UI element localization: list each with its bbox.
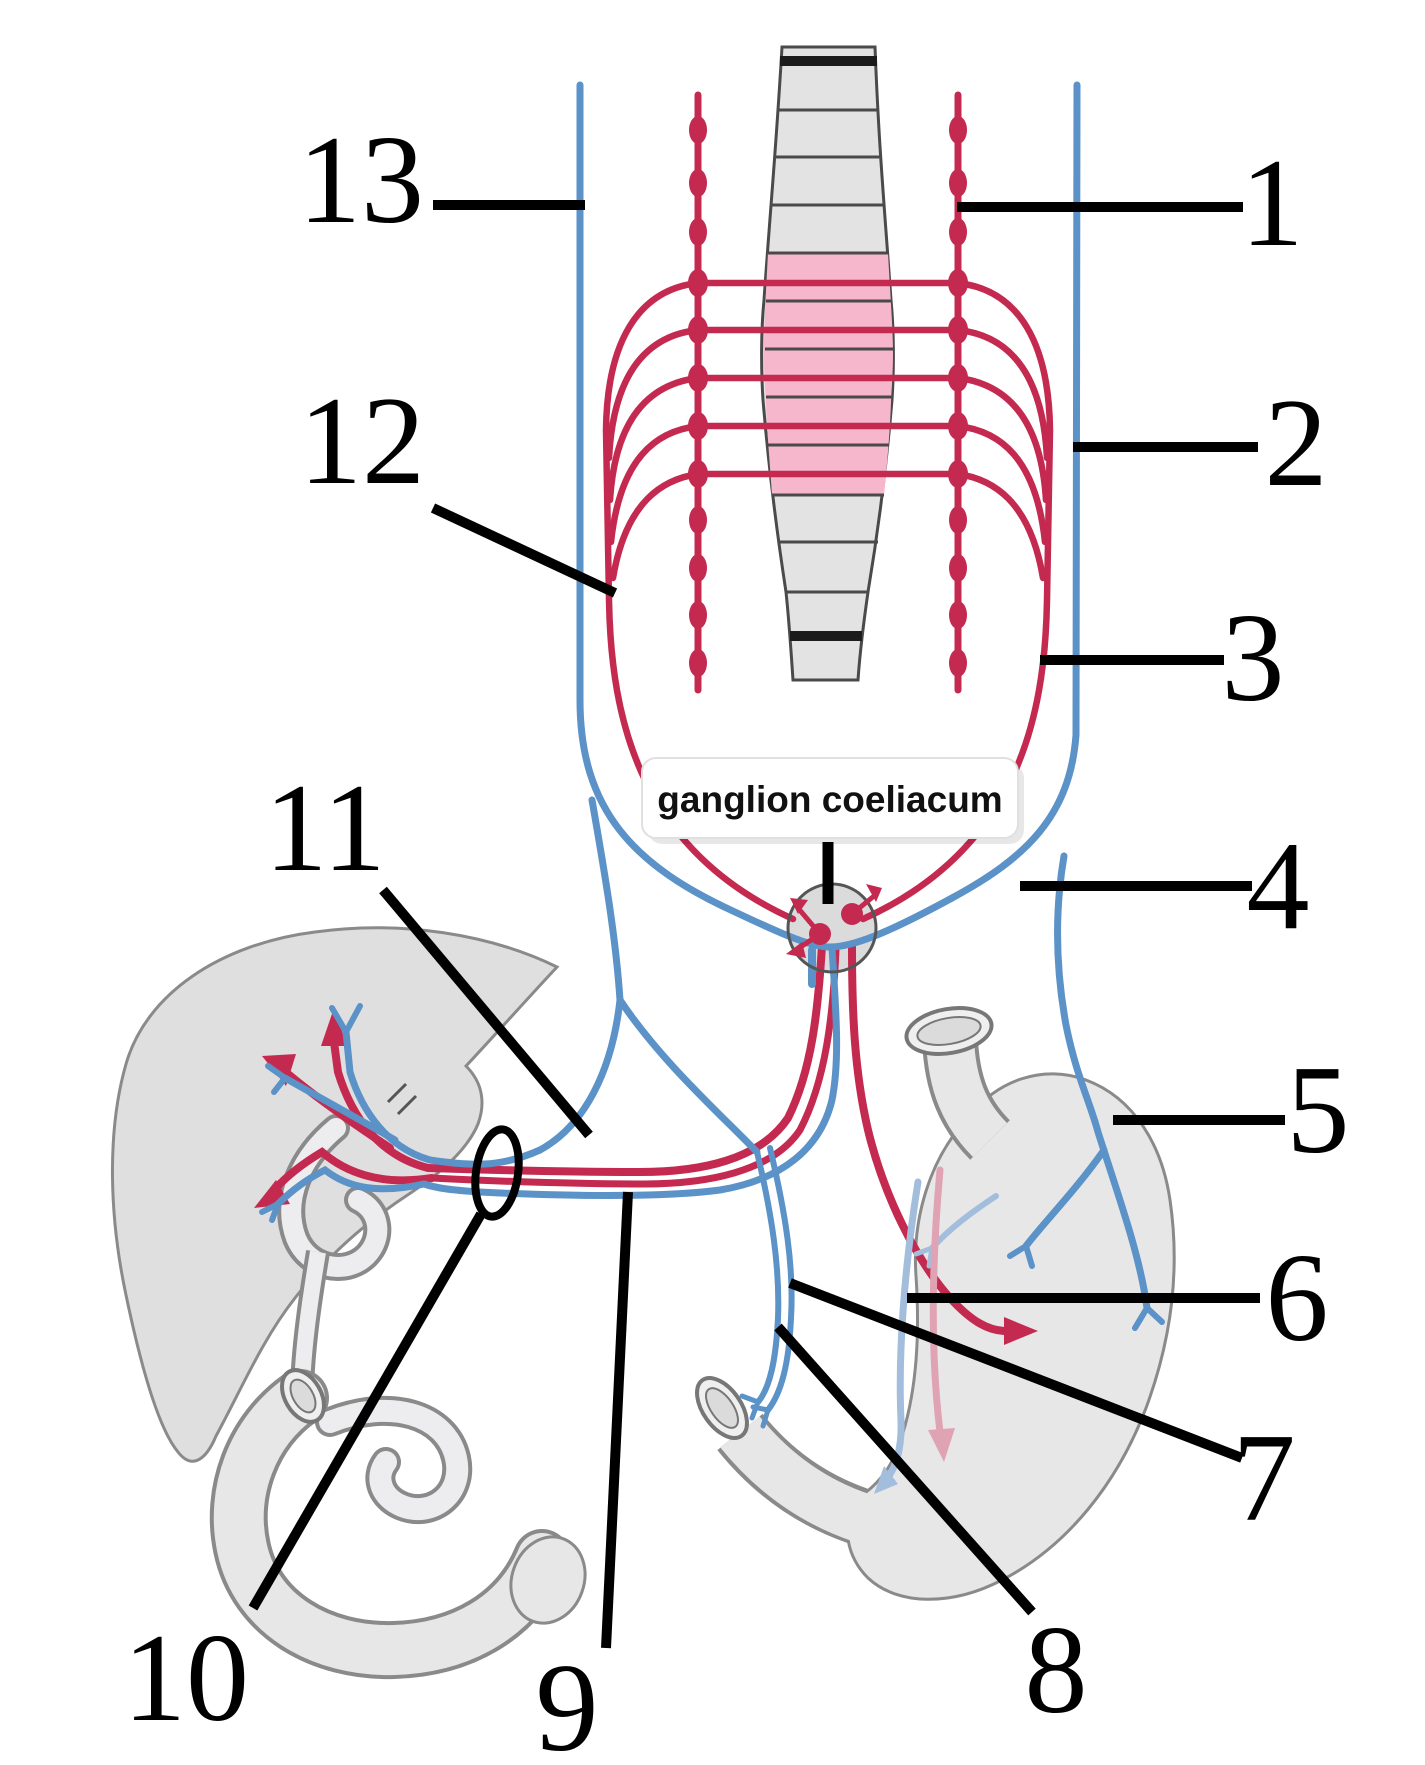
splanchnic-loops-left: [602, 279, 797, 923]
organs-layer: [111, 884, 1176, 1680]
label-7: 7: [1233, 1409, 1296, 1548]
leader-line-11: [379, 886, 593, 1139]
duodenum-cut-opening-inner: [289, 1378, 317, 1414]
blue-gastric-main-fork: [1132, 1305, 1165, 1331]
blue-gastric-branch: [1022, 1146, 1108, 1250]
blue-hepatic-top: [426, 996, 624, 1168]
faded-red-arrowhead: [928, 1428, 955, 1462]
label-2: 2: [1265, 374, 1328, 513]
blue-duct-downleft-prongs: [259, 1201, 281, 1223]
label-3: 3: [1222, 589, 1285, 728]
blue-gastric-branch-fork: [1007, 1243, 1035, 1269]
duodenal-bulb-curl-inner: [319, 1399, 469, 1521]
blue-liver-fork-up-prongs: [329, 1003, 363, 1035]
leader-line-10: [248, 1211, 486, 1611]
leader-line-8: [774, 1323, 1036, 1616]
faded-red-arrow: [929, 1166, 944, 1436]
splanchnic-loops-right: [859, 279, 1054, 923]
sympathetic-red-system: [272, 91, 1054, 1335]
ganglion-cell-dot-1: [809, 923, 831, 945]
label-11: 11: [264, 759, 385, 898]
hilum-hatch-marks: [386, 1082, 418, 1116]
blue-pair-fork-a: [739, 1393, 761, 1421]
parasympathetic-blue-system: [259, 81, 1165, 1429]
blue-gastric-main: [1053, 852, 1151, 1312]
blue-liver-upleft-prongs: [265, 1063, 288, 1095]
label-12: 12: [299, 372, 425, 511]
leader-line-7: [788, 1278, 1244, 1463]
liver-shape: [111, 926, 560, 1463]
bundle-marker-ellipse: [471, 1125, 523, 1221]
faded-blue-arrowhead: [874, 1466, 898, 1494]
vagus-anterior-descent: [588, 796, 624, 1004]
pyloric-tube-fill: [720, 1416, 871, 1542]
ganglion-label-box: [641, 757, 1019, 839]
blue-pyloric-pair-1: [754, 1149, 782, 1405]
label-4: 4: [1247, 817, 1310, 956]
pylorus-cut-opening-inner: [705, 1387, 739, 1429]
label-9: 9: [536, 1639, 599, 1765]
esophagus-opening-inner: [916, 1016, 982, 1046]
label-1: 1: [1241, 134, 1304, 273]
blue-duct-downleft: [274, 1165, 428, 1208]
spinal-cord-pink-segments: [764, 253, 893, 495]
blue-liver-fork-up: [342, 1028, 434, 1164]
arrowhead-gastric-right: [1004, 1317, 1038, 1345]
jejunum-end: [509, 1535, 587, 1625]
red-hepatic-branch-1: [424, 942, 826, 1177]
red-duct-arrow-downleft: [272, 1147, 436, 1192]
arrowhead-liver-up: [321, 1008, 347, 1046]
label-10: 10: [123, 1609, 249, 1748]
blue-pair-fork-b: [750, 1404, 771, 1429]
leader-line-9: [601, 1191, 633, 1649]
blue-liver-upleft: [281, 1074, 399, 1144]
label-8: 8: [1025, 1601, 1088, 1740]
label-6: 6: [1266, 1229, 1329, 1368]
ganglion-mini-arrowheads: [786, 884, 882, 958]
label-5: 5: [1287, 1041, 1350, 1180]
chain-ganglia-dots: [688, 116, 968, 677]
red-hepatic-branch-2: [428, 946, 840, 1188]
ganglion-label-text: ganglion coeliacum: [657, 779, 1002, 820]
label-13: 13: [298, 111, 424, 250]
ganglion-cell-dot-2: [841, 903, 863, 925]
blue-hepatic-bottom: [420, 944, 841, 1199]
spinal-segment-lines: [765, 108, 893, 594]
duodenum-fill: [213, 1373, 567, 1676]
red-gastric-branch: [848, 942, 1008, 1335]
number-labels: 1 2 3 4 5 6 7 8 9 10 11 12 13: [123, 111, 1350, 1765]
rami-communicantes: [694, 279, 962, 478]
ganglion-label: ganglion coeliacum: [641, 757, 1024, 904]
spinal-cord: [760, 45, 895, 682]
esophagus-fill: [926, 1038, 1008, 1157]
blue-pyloric-source: [616, 996, 761, 1156]
leader-lines: [248, 200, 1285, 1649]
leader-line-12: [430, 503, 618, 598]
blue-pyloric-pair-2: [765, 1145, 795, 1413]
